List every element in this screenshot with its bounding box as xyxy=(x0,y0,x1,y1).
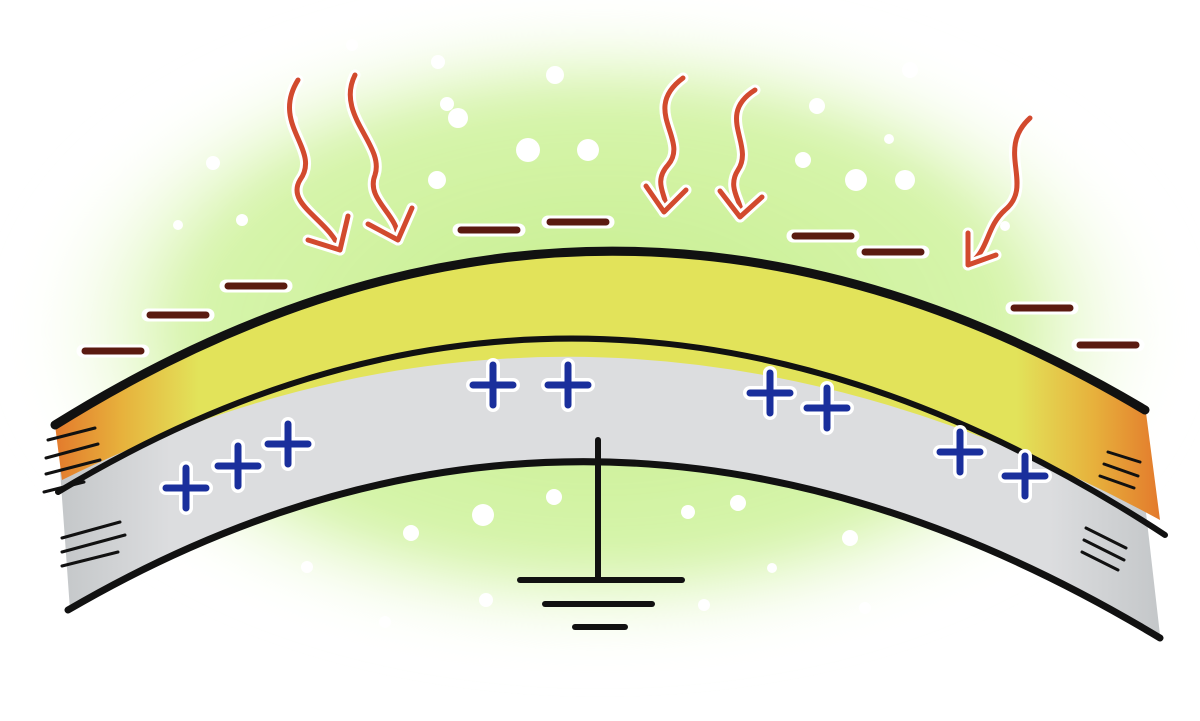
particle xyxy=(516,138,540,162)
particle xyxy=(472,504,494,526)
plus-sign-icon xyxy=(800,381,854,435)
particle xyxy=(681,505,695,519)
particle xyxy=(236,214,248,226)
particle xyxy=(577,139,599,161)
wavy-arrow-icon xyxy=(714,84,768,223)
particle xyxy=(173,220,183,230)
wavy-arrow-icon xyxy=(344,69,418,246)
particle xyxy=(1000,221,1010,231)
particle xyxy=(698,599,710,611)
plus-sign-icon xyxy=(261,417,315,471)
top-outline xyxy=(50,246,1150,430)
particle xyxy=(479,593,493,607)
particle xyxy=(546,489,562,505)
wavy-arrow-icon xyxy=(962,112,1036,271)
particle xyxy=(842,530,858,546)
plus-sign-icon xyxy=(466,358,520,412)
particle xyxy=(448,108,468,128)
particle xyxy=(403,525,419,541)
edge-hatching xyxy=(42,426,1142,572)
plus-sign-icon xyxy=(998,449,1052,503)
particle xyxy=(730,495,746,511)
plus-sign-icon xyxy=(541,358,595,412)
plus-sign-icon xyxy=(743,366,797,420)
particle xyxy=(206,156,220,170)
plus-sign-icon xyxy=(211,439,265,493)
particle xyxy=(859,602,871,614)
middle-outline xyxy=(55,335,1168,538)
particle xyxy=(346,39,358,51)
surface-layer xyxy=(55,249,1160,520)
plus-sign-icon xyxy=(933,425,987,479)
positive-charges xyxy=(159,358,1052,515)
particle xyxy=(902,62,918,78)
particle xyxy=(431,55,445,69)
bottom-outline xyxy=(64,458,1164,642)
ground-symbol-icon xyxy=(517,437,685,630)
particles xyxy=(173,39,1010,628)
particle xyxy=(767,563,777,573)
particle xyxy=(845,169,867,191)
particle xyxy=(301,561,313,573)
particle xyxy=(379,616,391,628)
particle xyxy=(795,152,811,168)
particle xyxy=(440,97,454,111)
plus-sign-icon xyxy=(159,461,213,515)
particle xyxy=(884,134,894,144)
particle xyxy=(546,66,564,84)
particle xyxy=(895,170,915,190)
radiation-arrows xyxy=(284,69,1036,271)
wavy-arrow-icon xyxy=(284,74,354,256)
particle xyxy=(428,171,446,189)
particle xyxy=(809,98,825,114)
negative-charges xyxy=(76,215,1145,358)
wavy-arrow-icon xyxy=(640,72,692,218)
curved-plate xyxy=(42,246,1168,642)
